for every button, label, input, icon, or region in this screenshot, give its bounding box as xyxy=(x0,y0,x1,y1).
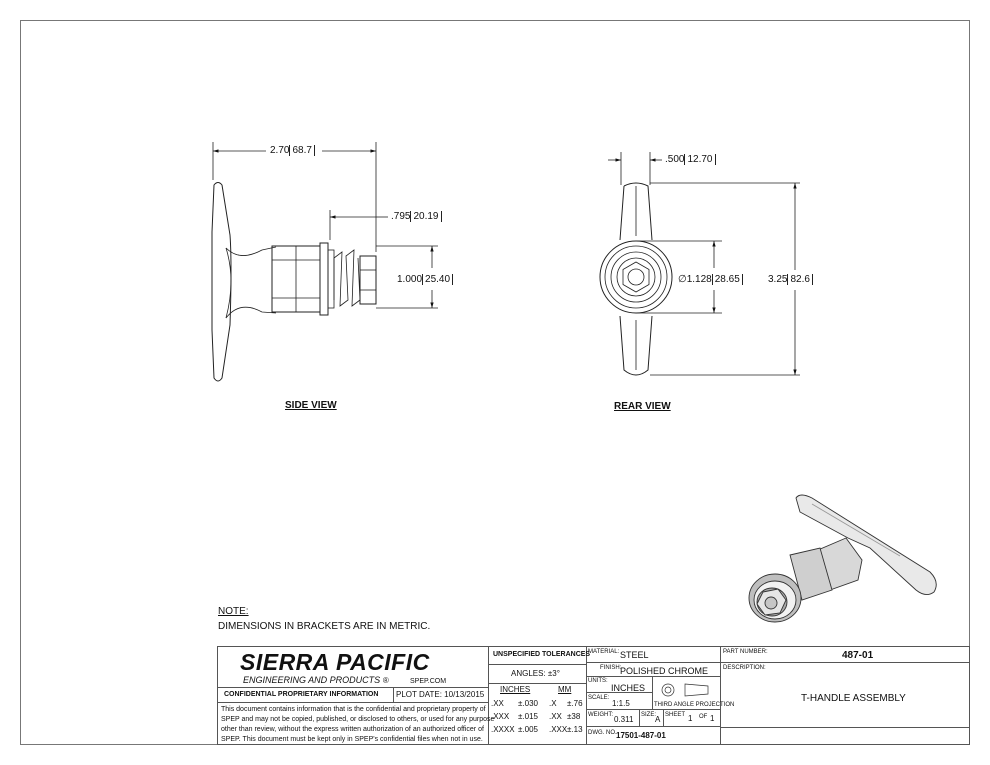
confidential-line: SPEP and may not be copied, published, o… xyxy=(221,716,495,723)
tolerance-row: .XXX ±.015 .XX ±38 xyxy=(491,712,580,721)
tolerance-row: .XX ±.030 .X ±.76 xyxy=(491,699,583,708)
dim-inch: 1.000 xyxy=(397,274,423,285)
tolerances-angles: ANGLES: ±3° xyxy=(511,669,560,678)
size-label: SIZE: xyxy=(641,712,657,718)
part-number-value: 487-01 xyxy=(842,650,874,661)
plot-date: PLOT DATE: 10/13/2015 xyxy=(396,690,484,699)
dim-inch: 1.128 xyxy=(686,274,712,285)
dim-inch: 3.25 xyxy=(768,274,788,285)
note-text: DIMENSIONS IN BRACKETS ARE IN METRIC. xyxy=(218,621,431,632)
company-website: SPEP.COM xyxy=(410,678,447,685)
tol-value: ±.005 xyxy=(518,725,538,734)
scale-label: SCALE: xyxy=(588,695,610,701)
tolerances-mm-label: MM xyxy=(558,685,572,694)
company-subtitle: ENGINEERING AND PRODUCTS ® xyxy=(243,675,389,685)
material-value: STEEL xyxy=(620,650,649,660)
tol-format: .X xyxy=(549,699,557,708)
dim-inch: .500 xyxy=(665,154,685,165)
tol-value: ±.76 xyxy=(567,699,583,708)
plot-date-value: 10/13/2015 xyxy=(444,690,485,699)
tol-format: .XXX xyxy=(549,725,568,734)
dim-mm: 20.19 xyxy=(410,211,442,222)
size-value: A xyxy=(655,715,661,724)
rear-view-label: REAR VIEW xyxy=(614,401,671,412)
material-label: MATERIAL: xyxy=(588,649,620,655)
dim-mm: 12.70 xyxy=(684,154,716,165)
dim-mm: 28.65 xyxy=(711,274,743,285)
confidential-heading: CONFIDENTIAL PROPRIETARY INFORMATION xyxy=(224,691,379,698)
company-sub-text: ENGINEERING AND PRODUCTS xyxy=(243,675,381,685)
plot-date-label: PLOT DATE: xyxy=(396,690,442,699)
tol-value: ±.13 xyxy=(567,725,583,734)
weight-value: 0.311 xyxy=(614,715,634,724)
finish-label: FINISH: xyxy=(600,665,622,671)
confidential-line: other than review, without the express w… xyxy=(221,726,484,733)
side-view-label: SIDE VIEW xyxy=(285,400,337,411)
of-label: OF xyxy=(699,714,708,720)
description-label: DESCRIPTION: xyxy=(723,665,766,671)
weight-label: WEIGHT: xyxy=(588,712,613,718)
description-value: T-HANDLE ASSEMBLY xyxy=(801,693,906,704)
tol-format: .XX xyxy=(549,712,562,721)
tol-value: ±.030 xyxy=(518,699,538,708)
company-name: SIERRA PACIFIC xyxy=(240,649,430,675)
registered-mark: ® xyxy=(382,676,389,685)
sheet-value: 1 xyxy=(688,714,693,723)
dwg-no-label: DWG. NO. xyxy=(588,730,617,736)
dwg-no-value: 17501-487-01 xyxy=(616,731,666,740)
dim-inch: 2.70 xyxy=(270,145,290,156)
note-heading: NOTE: xyxy=(218,606,249,617)
tol-value: ±.015 xyxy=(518,712,538,721)
part-number-label: PART NUMBER: xyxy=(723,649,768,655)
tol-format: .XXXX xyxy=(491,725,515,734)
sheet-label: SHEET xyxy=(665,712,686,718)
dim-mm: 68.7 xyxy=(289,145,315,156)
tolerances-heading: UNSPECIFIED TOLERANCES xyxy=(493,651,591,658)
tol-value: ±38 xyxy=(567,712,581,721)
confidential-line: SPEP. This document must be kept only in… xyxy=(221,736,483,743)
tol-format: .XXX xyxy=(491,712,510,721)
title-block: SIERRA PACIFIC ENGINEERING AND PRODUCTS … xyxy=(217,646,970,745)
sheet-total: 1 xyxy=(710,714,715,723)
scale-value: 1:1.5 xyxy=(612,699,630,708)
confidential-text: This document contains information that … xyxy=(221,705,494,745)
tolerances-inches-label: INCHES xyxy=(500,685,531,694)
finish-value: POLISHED CHROME xyxy=(620,666,709,676)
diameter-symbol: ∅ xyxy=(678,274,687,285)
projection-label: THIRD ANGLE PROJECTION xyxy=(654,702,735,708)
dim-inch: .795 xyxy=(391,211,411,222)
units-label: UNITS: xyxy=(588,678,608,684)
confidential-line: This document contains information that … xyxy=(221,706,486,713)
dim-mm: 82.6 xyxy=(787,274,813,285)
tol-format: .XX xyxy=(491,699,504,708)
dim-mm: 25.40 xyxy=(422,274,454,285)
units-value: INCHES xyxy=(611,683,646,693)
tolerance-row: .XXXX±.005 .XXX±.13 xyxy=(491,725,583,734)
